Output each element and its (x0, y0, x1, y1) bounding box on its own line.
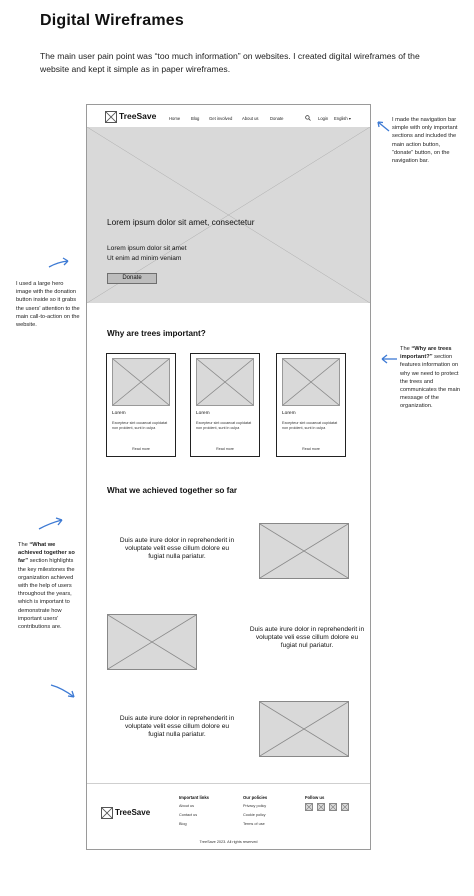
card-read-more-link[interactable]: Read more (302, 447, 320, 451)
hero-image-placeholder: Lorem ipsum dolor sit amet, consectetur … (87, 127, 370, 303)
trees-annotation: The “Why are trees important?” section f… (400, 346, 461, 410)
card-image-placeholder (112, 358, 170, 406)
footer-links-heading: Important links (179, 795, 210, 800)
card-read-more-link[interactable]: Read more (132, 447, 150, 451)
logo-placeholder-icon[interactable] (105, 111, 117, 123)
card-title: Lorem (282, 411, 296, 416)
footer-link-cookie[interactable]: Cookie policy (243, 813, 266, 817)
footer-follow-heading: Follow us (305, 795, 325, 800)
achievement-image-placeholder (107, 614, 197, 670)
card-description: Excepteur sint occaecat cupidatat non pr… (282, 421, 338, 430)
footer-logo-placeholder-icon[interactable] (101, 807, 113, 819)
hero-heading: Lorem ipsum dolor sit amet, consectetur (107, 217, 255, 227)
footer-policies-heading: Our policies (243, 795, 268, 800)
arrow-icon (48, 257, 69, 268)
nav-link-home[interactable]: Home (169, 116, 181, 121)
nav-link-donate[interactable]: Donate (270, 116, 284, 121)
social-icon[interactable] (341, 803, 349, 811)
hero-donate-button[interactable]: Donate (107, 273, 157, 284)
arrow-icon (38, 517, 63, 530)
achievement-text: Duis aute irure dolor in reprehenderit i… (249, 626, 365, 650)
footer-link-about[interactable]: About us (179, 804, 194, 808)
achievement-text: Duis aute irure dolor in reprehenderit i… (119, 537, 235, 561)
nav-link-blog[interactable]: Blog (191, 116, 200, 121)
arrow-icon (381, 354, 397, 364)
hero-line-2: Ut enim ad minim veniam (107, 255, 182, 262)
arrow-icon (50, 684, 75, 698)
nav-link-get-involved[interactable]: Get involved (209, 116, 233, 121)
social-icon[interactable] (317, 803, 325, 811)
login-link[interactable]: Login (318, 116, 329, 121)
copyright-text: TreeSave 2023. All rights reserved (199, 840, 258, 844)
card-read-more-link[interactable]: Read more (216, 447, 234, 451)
social-icon[interactable] (329, 803, 337, 811)
tree-card: Lorem Excepteur sint occaecat cupidatat … (106, 353, 176, 457)
intro-text: The main user pain point was “too much i… (40, 51, 420, 74)
footer-divider (87, 783, 370, 784)
arrow-icon (377, 121, 390, 132)
card-title: Lorem (112, 411, 126, 416)
card-description: Excepteur sint occaecat cupidatat non pr… (196, 421, 252, 430)
hero-annotation: I used a large hero image with the donat… (16, 281, 80, 329)
hero-line-1: Lorem ipsum dolor sit amet (107, 245, 187, 252)
footer-link-contact[interactable]: Contact us (179, 813, 198, 817)
page-title: Digital Wireframes (40, 12, 184, 29)
social-icon[interactable] (305, 803, 313, 811)
card-image-placeholder (282, 358, 340, 406)
card-title: Lorem (196, 411, 210, 416)
achievement-text: Duis aute irure dolor in reprehenderit i… (119, 715, 235, 739)
card-description: Excepteur sint occaecat cupidatat non pr… (112, 421, 168, 430)
search-icon[interactable] (305, 115, 311, 121)
achieved-section-heading: What we achieved together so far (107, 486, 238, 495)
nav-annotation: I made the navigation bar simple with on… (392, 117, 458, 165)
achievement-image-placeholder (259, 523, 349, 579)
card-image-placeholder (196, 358, 254, 406)
navigation-bar: TreeSave Home Blog Get involved About us… (87, 105, 370, 127)
wireframe-frame: TreeSave Home Blog Get involved About us… (86, 104, 371, 850)
footer-link-blog[interactable]: Blog (179, 822, 187, 826)
footer-brand-name[interactable]: TreeSave (115, 808, 151, 817)
footer-link-privacy[interactable]: Privacy policy (243, 804, 267, 808)
achievement-image-placeholder (259, 701, 349, 757)
brand-name[interactable]: TreeSave (119, 111, 157, 121)
nav-link-about-us[interactable]: About us (242, 116, 259, 121)
footer-link-terms[interactable]: Terms of use (243, 822, 265, 826)
achieved-annotation: The “What we achieved together so far” s… (18, 542, 75, 631)
tree-card: Lorem Excepteur sint occaecat cupidatat … (190, 353, 260, 457)
language-select[interactable]: English ▾ (334, 116, 351, 121)
tree-card: Lorem Excepteur sint occaecat cupidatat … (276, 353, 346, 457)
trees-section-heading: Why are trees important? (107, 329, 206, 338)
